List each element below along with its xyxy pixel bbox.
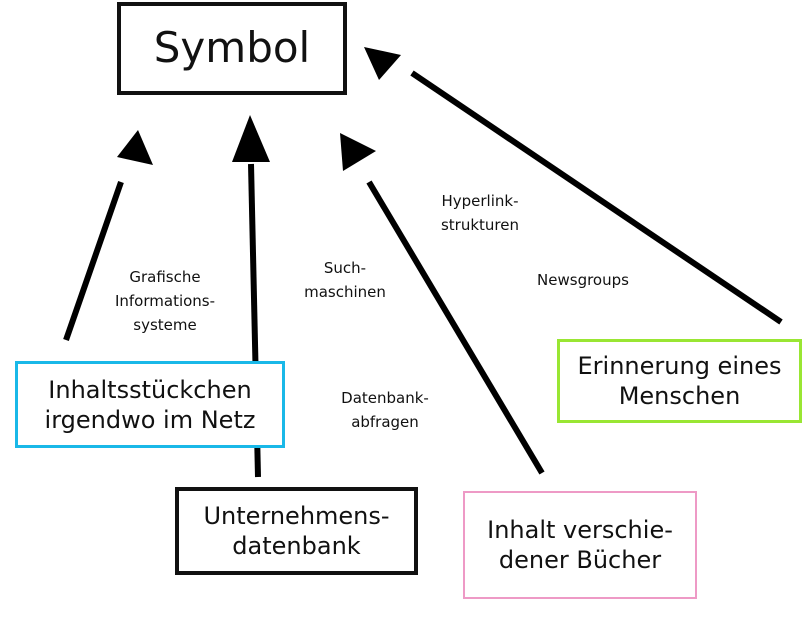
symbol-node: Symbol: [117, 2, 347, 95]
arrow-memory-to-symbol: [410, 70, 783, 325]
books-node-line-1: Inhalt verschie-: [487, 516, 673, 544]
edge-label-hyperlinkstrukturen: Hyperlink- strukturen: [420, 189, 540, 237]
edge-label-hyperlink-line-2: strukturen: [440, 216, 520, 234]
edge-label-datenbank-line-1: Datenbank-: [341, 389, 429, 407]
edge-label-such-line-1: Such-: [323, 259, 367, 277]
database-node-line-1: Unternehmens-: [203, 502, 390, 530]
edge-label-grafische-line-2: Informations-: [114, 292, 216, 310]
arrow-books-to-symbol: [366, 180, 545, 475]
memory-node-line-1: Erinnerung eines: [577, 352, 782, 380]
content-node-line-1: Inhaltsstückchen: [48, 375, 252, 404]
edge-label-suchmaschinen: Such- maschinen: [290, 256, 400, 304]
database-node-line-2: datenbank: [232, 532, 361, 560]
edge-label-such-line-2: maschinen: [304, 283, 386, 301]
arrowhead-content-to-symbol: [117, 130, 153, 165]
memory-node-line-2: Menschen: [618, 382, 741, 410]
content-node: Inhaltsstückchen irgendwo im Netz: [15, 361, 285, 448]
arrowhead-memory-to-symbol: [364, 47, 401, 80]
arrowhead-books-to-symbol: [340, 133, 376, 171]
edge-label-datenbank-line-2: abfragen: [351, 413, 419, 431]
edge-label-datenbankabfragen: Datenbank- abfragen: [320, 386, 450, 434]
arrow-content-to-symbol: [63, 181, 124, 341]
content-node-line-2: irgendwo im Netz: [44, 405, 256, 434]
edge-label-grafische-line-1: Grafische: [129, 268, 201, 286]
edge-label-news-line-1: Newsgroups: [537, 271, 629, 289]
books-node-line-2: dener Bücher: [498, 546, 662, 574]
edge-label-grafische-line-3: systeme: [133, 316, 197, 334]
symbol-node-label: Symbol: [153, 23, 311, 73]
edge-label-hyperlink-line-1: Hyperlink-: [441, 192, 519, 210]
arrowhead-database-to-symbol: [232, 115, 270, 162]
database-node: Unternehmens- datenbank: [175, 487, 418, 575]
memory-node: Erinnerung eines Menschen: [557, 339, 802, 423]
edge-label-newsgroups: Newsgroups: [518, 268, 648, 292]
books-node: Inhalt verschie- dener Bücher: [463, 491, 697, 599]
edge-label-grafische-informationssysteme: Grafische Informations- systeme: [100, 265, 230, 337]
